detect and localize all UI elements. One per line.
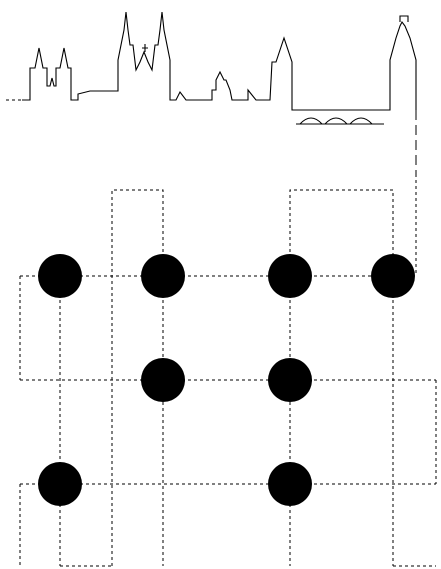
grid-node-2 xyxy=(141,254,185,298)
grid-node-1 xyxy=(38,254,82,298)
tower-spire-detail xyxy=(142,15,409,52)
upper-right-loop xyxy=(289,189,394,276)
city-skyline-illustration xyxy=(6,11,417,125)
node-layer xyxy=(38,254,415,506)
grid-node-8 xyxy=(268,462,312,506)
skyline-outline xyxy=(22,11,417,111)
grid-node-3 xyxy=(268,254,312,298)
grid-node-6 xyxy=(268,358,312,402)
upper-left-loop xyxy=(111,189,164,566)
grid-node-4 xyxy=(371,254,415,298)
right-edge-loop xyxy=(415,174,437,484)
grid-node-5 xyxy=(141,358,185,402)
dashed-network xyxy=(19,174,437,567)
grid-node-7 xyxy=(38,462,82,506)
bridge-arches xyxy=(296,117,384,125)
